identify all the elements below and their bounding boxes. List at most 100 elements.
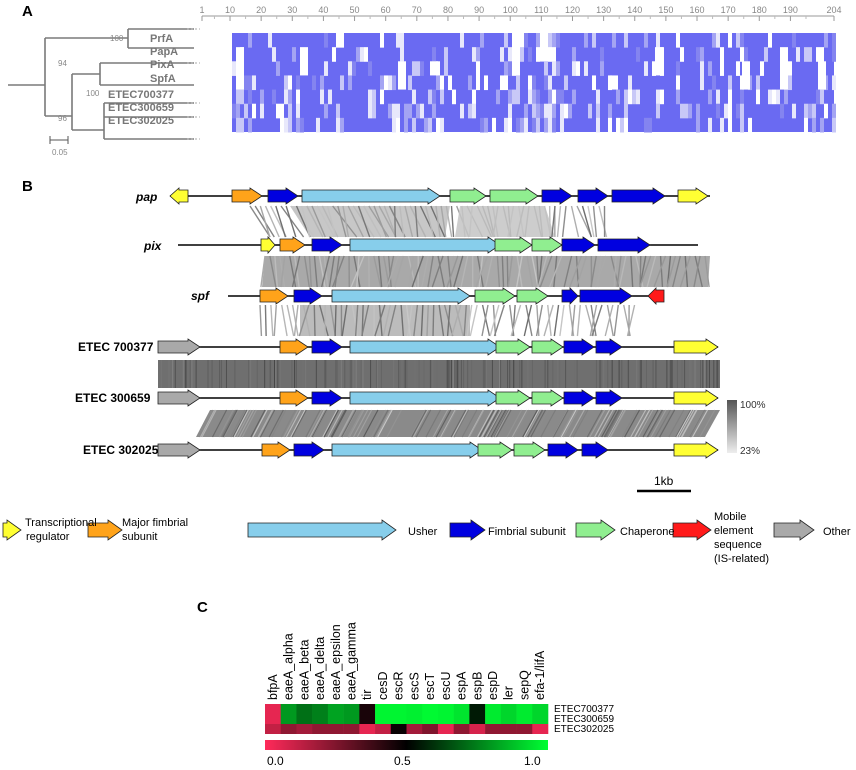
ruler-tick-label: 160 xyxy=(689,5,704,15)
legend-swatch xyxy=(773,519,815,541)
legend-other: Other xyxy=(823,526,851,538)
heatmap-cell xyxy=(343,714,360,724)
heatmap-cell xyxy=(343,724,360,734)
heatmap-cell xyxy=(390,704,407,714)
legend-mobile-line1: Mobile xyxy=(714,511,746,523)
bootstrap-label: 96 xyxy=(58,114,67,123)
phylogenetic-tree xyxy=(8,28,194,140)
ruler-tick-label: 90 xyxy=(474,5,484,15)
heatmap-cell xyxy=(469,704,486,714)
legend-swatch xyxy=(87,519,123,541)
heatmap-scale-mid: 0.5 xyxy=(394,754,411,768)
ruler-tick-label: 60 xyxy=(381,5,391,15)
identity-min-label: 23% xyxy=(740,446,760,457)
heatmap-cell xyxy=(485,714,502,724)
heatmap-cell xyxy=(532,704,549,714)
heatmap-cell xyxy=(453,724,470,734)
heatmap-cell xyxy=(406,724,423,734)
heatmap-cell xyxy=(375,704,392,714)
gene-arrow xyxy=(331,287,471,305)
taxon-label: PixA xyxy=(150,59,175,71)
locus-label-pap: pap xyxy=(135,190,157,204)
heatmap-cell xyxy=(343,704,360,714)
legend-swatch xyxy=(2,519,22,541)
gene-arrow xyxy=(349,338,501,356)
heatmap-cell xyxy=(375,724,392,734)
gene-arrow xyxy=(673,389,719,407)
gene-arrow xyxy=(495,338,531,356)
gene-loci xyxy=(157,187,719,459)
heatmap-cell xyxy=(312,704,329,714)
heatmap-cell xyxy=(406,704,423,714)
legend-usher: Usher xyxy=(408,526,438,538)
heatmap-column-label: eaeA_delta xyxy=(313,637,327,700)
heatmap-column-label: escU xyxy=(439,672,453,700)
ruler-tick-label: 130 xyxy=(596,5,611,15)
gene-arrow xyxy=(673,441,719,459)
gene-arrow xyxy=(611,187,666,205)
heatmap-cell xyxy=(375,714,392,724)
legend-major-line1: Major fimbrial xyxy=(122,517,188,529)
ruler-tick-label: 140 xyxy=(627,5,642,15)
gene-arrow xyxy=(349,236,501,254)
heatmap-cell xyxy=(437,724,454,734)
tree-scale-label: 0.05 xyxy=(52,148,68,157)
heatmap-cell xyxy=(500,724,517,734)
heatmap-row-label: ETEC302025 xyxy=(554,724,614,735)
heatmap-cell xyxy=(437,704,454,714)
heatmap-cell xyxy=(437,714,454,724)
heatmap-cell xyxy=(422,724,439,734)
gene-arrow xyxy=(293,287,323,305)
gene-arrow xyxy=(231,187,263,205)
legend-major-line2: subunit xyxy=(122,531,157,543)
gene-arrow xyxy=(261,441,291,459)
gene-arrow xyxy=(647,287,665,305)
gene-arrow xyxy=(477,441,513,459)
legend-swatch xyxy=(247,519,397,541)
heatmap-column-label: espA xyxy=(455,671,469,700)
heatmap-row-label: ETEC300659 xyxy=(554,714,614,725)
ruler-tick-label: 20 xyxy=(256,5,266,15)
taxon-label: ETEC300659 xyxy=(108,102,174,114)
ruler-tick-label: 50 xyxy=(350,5,360,15)
legend-chaperone: Chaperone xyxy=(620,526,674,538)
heatmap-color-scale xyxy=(265,740,548,750)
gene-arrow xyxy=(531,236,563,254)
heatmap-column-label: eaeA_epsilon xyxy=(329,624,343,700)
gene-arrow xyxy=(563,389,595,407)
bootstrap-label: 100 xyxy=(86,89,100,98)
ruler-tick-label: 1 xyxy=(199,5,204,15)
gene-arrow xyxy=(563,338,595,356)
heatmap-cell xyxy=(359,724,376,734)
gene-arrow xyxy=(495,389,531,407)
gene-arrow xyxy=(157,338,201,356)
gene-arrow xyxy=(349,389,501,407)
heatmap-cell xyxy=(453,704,470,714)
heatmap-cell xyxy=(532,714,549,724)
locus-label-spf: spf xyxy=(191,289,210,303)
synteny-bands xyxy=(158,205,720,438)
gene-arrow xyxy=(474,287,516,305)
heatmap-cell xyxy=(265,724,282,734)
heatmap-cell xyxy=(312,714,329,724)
heatmap-cell xyxy=(390,714,407,724)
locus-label-etec700377: ETEC 700377 xyxy=(78,340,154,354)
panel-letter-c: C xyxy=(197,599,208,616)
tree-scale-bar xyxy=(49,136,69,144)
ruler-tick-label: 100 xyxy=(503,5,518,15)
heatmap-column-label: bfpA xyxy=(266,674,280,700)
gene-arrow xyxy=(581,441,609,459)
panel-letter-a: A xyxy=(22,3,33,20)
heatmap-column-label: espB xyxy=(470,672,484,701)
heatmap-column-label: eaeA_alpha xyxy=(282,633,296,700)
heatmap-column-label: eaeA_gamma xyxy=(344,622,358,700)
taxon-label: ETEC700377 xyxy=(108,89,174,101)
heatmap-cell xyxy=(265,714,282,724)
ruler-tick-label: 110 xyxy=(534,5,548,15)
heatmap-cell xyxy=(516,704,533,714)
heatmap-column-label: ler xyxy=(502,686,516,700)
gene-arrow xyxy=(561,287,579,305)
heatmap-column-label: espD xyxy=(486,671,500,700)
gene-arrow xyxy=(449,187,487,205)
